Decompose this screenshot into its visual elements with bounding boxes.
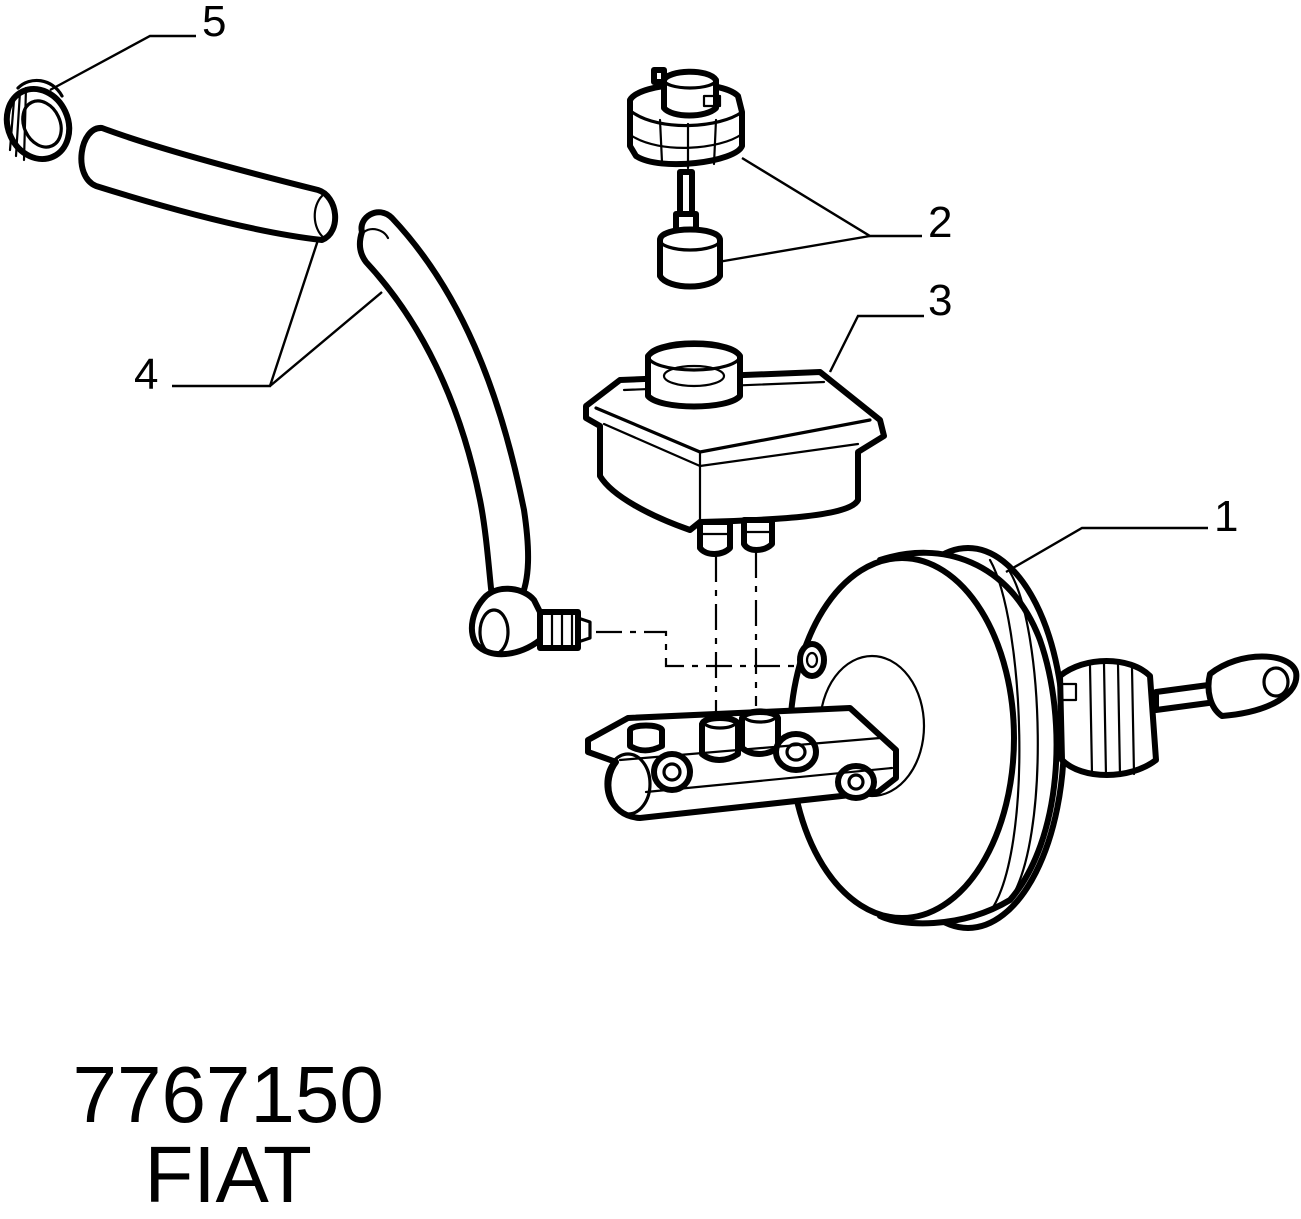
callout-label-5: 5 [202,0,226,46]
brake-assembly-diagram: 1 2 3 4 5 [3,0,1300,931]
callout-label-4: 4 [134,350,158,399]
part-4-hose-elbow-fitting [468,585,592,658]
part-1-brake-booster [787,545,1300,931]
part-5-hose-clamp [3,78,73,163]
part-1-master-cylinder [585,641,899,821]
part-4-hose-upper [78,125,339,243]
callout-label-2: 2 [928,198,952,247]
callout-leaders [49,34,1208,574]
callout-labels: 1 2 3 4 5 [134,0,1238,541]
assembly-guide-lines [596,552,800,712]
part-number: 7767150 [72,1050,384,1139]
part-2-float [657,226,723,290]
part-2-reservoir-cap [627,67,745,170]
part-2-float-rod [673,169,699,235]
brand-name: FIAT [144,1130,312,1219]
part-3-reservoir-tank [583,340,887,557]
callout-label-3: 3 [928,276,952,325]
callout-label-1: 1 [1214,492,1238,541]
part-4-hose-lower [356,209,532,615]
part-caption: 7767150 FIAT [28,975,384,1219]
